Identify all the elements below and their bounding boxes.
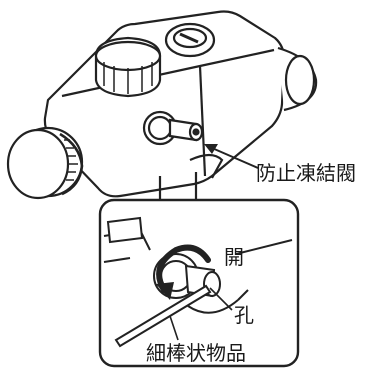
leader-lines — [169, 287, 233, 341]
detail-drawing — [103, 216, 293, 314]
thin-rod — [114, 284, 212, 348]
left-cap — [6, 126, 84, 200]
top-cap — [94, 36, 162, 98]
label-open: 開 — [224, 245, 244, 269]
antifreeze-valve — [142, 110, 204, 146]
rotation-arrow-icon — [156, 244, 211, 300]
label-hole: 孔 — [234, 303, 254, 327]
label-antifreeze-valve: 防止凍結閥 — [256, 161, 356, 185]
pointer-arrow — [204, 144, 259, 169]
upper-fitting — [164, 22, 216, 58]
label-thin-rod: 細棒状物品 — [146, 341, 246, 365]
